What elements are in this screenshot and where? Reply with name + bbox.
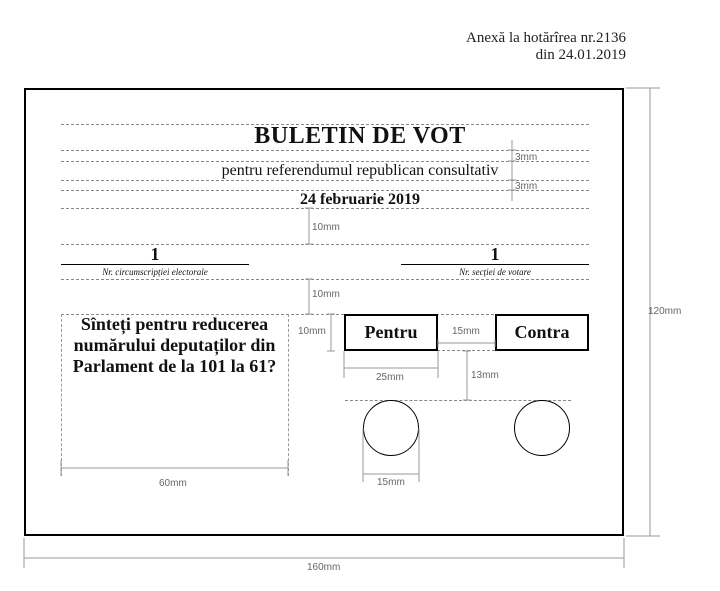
referendum-question: Sînteți pentru reducerea numărului deput… <box>72 314 277 376</box>
section-number: 1 <box>490 244 500 264</box>
dim-10mm-numbers: 10mm <box>312 289 340 300</box>
dim-60mm-question: 60mm <box>159 478 187 489</box>
option-pentru-box: Pentru <box>344 314 438 351</box>
ballot-title: BULETIN DE VOT <box>254 123 466 149</box>
guide-line <box>61 161 589 162</box>
annex-line-2: din 24.01.2019 <box>535 47 626 63</box>
annex-line-1: Anexă la hotărîrea nr.2136 <box>466 30 626 46</box>
dim-13mm-gap: 13mm <box>471 370 499 381</box>
dim-25mm-width: 25mm <box>376 372 404 383</box>
circumscription-underline <box>61 264 249 265</box>
guide-line <box>61 314 589 315</box>
dim-15mm-circle: 15mm <box>377 477 405 488</box>
guide-line <box>61 244 589 245</box>
dim-3mm-title: 3mm <box>515 152 538 163</box>
annex-header: Anexă la hotărîrea nr.2136 din 24.01.201… <box>466 30 626 64</box>
ballot-subtitle: pentru referendumul republican consultat… <box>221 162 499 179</box>
section-underline <box>401 264 589 265</box>
dim-160mm-width: 160mm <box>307 562 341 573</box>
question-guide-left <box>61 314 62 476</box>
guide-line <box>61 180 589 181</box>
guide-line <box>61 124 589 125</box>
circumscription-caption: Nr. circumscripției electorale <box>102 267 208 277</box>
option-pentru-label: Pentru <box>364 322 418 342</box>
option-contra-label: Contra <box>514 322 570 342</box>
guide-line <box>61 279 589 280</box>
guide-line <box>61 150 589 151</box>
section-caption: Nr. secției de votare <box>459 267 531 277</box>
dim-15mm-gap: 15mm <box>452 326 480 337</box>
guide-line <box>61 208 589 209</box>
circumscription-number: 1 <box>150 244 160 264</box>
option-contra-box: Contra <box>495 314 589 351</box>
dim-10mm-option: 10mm <box>298 326 326 337</box>
guide-line <box>345 400 571 401</box>
guide-line <box>61 190 589 191</box>
dim-120mm-height: 120mm <box>648 306 682 317</box>
ballot-frame <box>24 88 624 536</box>
dim-10mm-header: 10mm <box>312 222 340 233</box>
dim-3mm-subtitle: 3mm <box>515 181 538 192</box>
vote-circle-contra[interactable] <box>514 400 570 456</box>
ballot-date: 24 februarie 2019 <box>300 191 420 208</box>
question-guide-right <box>288 314 289 476</box>
